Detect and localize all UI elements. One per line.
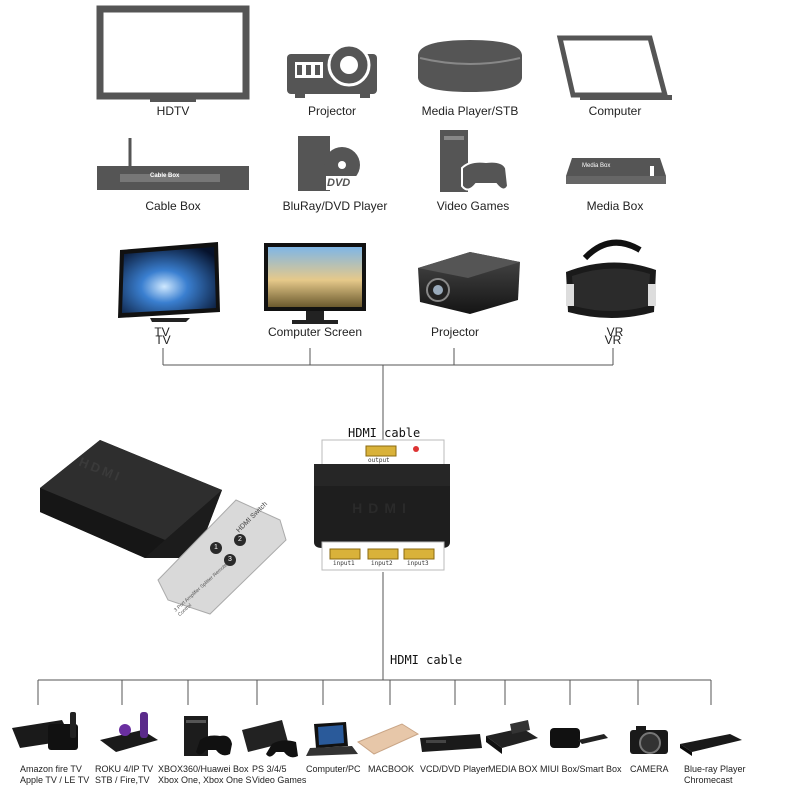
source-label-macbook: MACBOOK	[368, 764, 415, 774]
label-vr: VR	[606, 325, 624, 339]
source-label-camera: CAMERA	[630, 764, 669, 774]
input1-label: input1	[333, 560, 355, 567]
macbook-photo	[356, 723, 420, 755]
media-box-device-text: Media Box	[582, 163, 611, 169]
label-cable-box: Cable Box	[145, 199, 201, 213]
label-projector-photo: Projector	[430, 325, 480, 339]
hdtv-icon	[96, 5, 250, 102]
output-connector-lines	[162, 348, 614, 448]
sublabel-vr: VR	[604, 333, 622, 347]
label-computer-screen: Computer Screen	[267, 325, 363, 339]
label-media-box: Media Box	[586, 199, 644, 213]
game-console-icon	[440, 130, 510, 192]
dvd-player-photo	[420, 734, 482, 752]
remote-button-2: 2	[238, 536, 242, 543]
sublabel-tv: TV	[155, 333, 171, 347]
input2-label: input2	[371, 560, 393, 567]
tv-photo	[118, 242, 220, 322]
media-box-photo	[486, 720, 538, 754]
xbox-photo	[184, 716, 232, 756]
hdmi-switch-photo	[40, 440, 222, 558]
laptop-icon	[556, 35, 672, 100]
label-media-player: Media Player/STB	[421, 104, 519, 118]
top-cable-label: HDMI cable	[348, 426, 421, 440]
label-video-games: Video Games	[436, 199, 510, 213]
label-bluray-dvd: BluRay/DVD Player	[282, 199, 388, 213]
remote-button-3: 3	[228, 556, 232, 563]
dvd-device-text: DVD	[327, 177, 351, 189]
bluray-player-photo	[680, 734, 742, 756]
roku-photo	[100, 712, 158, 752]
cable-box-icon	[97, 138, 249, 190]
miui-box-photo	[550, 728, 608, 748]
output-port-label: output	[368, 457, 390, 464]
cable-box-device-text: Cable Box	[150, 173, 180, 179]
source-label-computer-pc: Computer/PC	[306, 764, 361, 774]
vr-headset-photo	[566, 239, 656, 318]
source-device-photos	[12, 712, 742, 758]
source-label-miui-box: MIUI Box/Smart Box	[540, 764, 622, 774]
input3-label: input3	[407, 560, 429, 567]
camera-photo	[630, 726, 668, 754]
media-box-icon	[566, 158, 666, 184]
input-connector-lines	[37, 572, 712, 705]
fire-tv-photo	[12, 712, 78, 750]
label-tv: TV	[154, 325, 170, 339]
pc-laptop-photo	[306, 722, 358, 756]
dvd-disc-icon	[298, 136, 362, 191]
remote-control-photo	[157, 499, 287, 615]
label-hdtv: HDTV	[156, 104, 190, 118]
hdmi-switch-diagram	[314, 439, 450, 571]
label-projector: Projector	[307, 104, 357, 118]
source-label-media-box: MEDIA BOX	[488, 764, 538, 774]
switch-brand-text: HDMI	[352, 500, 412, 516]
bottom-cable-label: HDMI cable	[390, 653, 463, 667]
media-player-icon	[418, 40, 522, 92]
playstation-photo	[242, 720, 298, 758]
label-computer: Computer	[588, 104, 642, 118]
remote-button-1: 1	[214, 544, 218, 551]
projector-photo	[418, 252, 520, 314]
source-label-vcd-dvd: VCD/DVD Player	[420, 764, 489, 774]
projector-icon	[287, 43, 377, 98]
monitor-photo	[264, 243, 366, 324]
